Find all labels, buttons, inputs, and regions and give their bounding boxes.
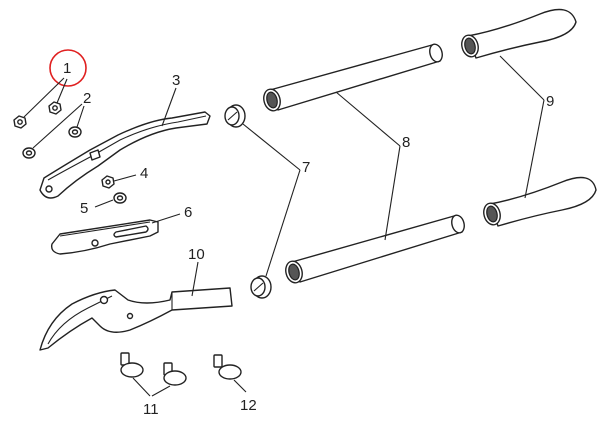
highlight-circle[interactable]	[49, 49, 87, 87]
leader-line-11a	[132, 377, 151, 397]
leader-line-9b	[524, 99, 545, 199]
part-5-washer[interactable]	[113, 192, 127, 204]
label-3: 3	[172, 72, 180, 89]
label-4: 4	[140, 165, 148, 182]
part-7-end-cap-top[interactable]	[224, 104, 246, 128]
part-7-end-cap-bottom[interactable]	[250, 275, 272, 299]
label-7: 7	[302, 159, 310, 176]
leader-line-2a	[32, 103, 83, 149]
label-2: 2	[83, 90, 91, 107]
part-11-bolt-a[interactable]	[120, 352, 144, 378]
part-11-bolt-b[interactable]	[163, 362, 187, 386]
part-1-nut-b[interactable]	[48, 101, 62, 115]
leader-line-9a	[499, 55, 545, 101]
part-4-nut[interactable]	[101, 175, 115, 189]
leader-line-8a	[335, 91, 401, 147]
part-9-grip-top[interactable]	[459, 8, 577, 59]
part-1-nut-a[interactable]	[13, 115, 27, 129]
label-9: 9	[546, 93, 554, 110]
label-10: 10	[188, 246, 205, 263]
leader-line-1a	[23, 77, 65, 118]
leader-line-1b	[56, 78, 68, 104]
leader-line-6	[151, 213, 181, 224]
part-8-tube-bottom[interactable]	[283, 214, 466, 285]
leader-line-7a	[242, 123, 301, 171]
label-12: 12	[240, 397, 257, 414]
leader-line-3	[161, 87, 177, 127]
label-6: 6	[184, 204, 192, 221]
part-12-bolt[interactable]	[213, 354, 242, 380]
leader-line-12	[233, 379, 247, 393]
part-3-handle-bracket[interactable]	[39, 111, 211, 199]
label-8: 8	[402, 134, 410, 151]
part-9-grip-bottom[interactable]	[481, 176, 597, 227]
leader-line-8b	[384, 145, 401, 241]
label-5: 5	[80, 200, 88, 217]
part-10-upper-blade[interactable]	[39, 287, 233, 351]
part-6-lower-blade[interactable]	[50, 219, 159, 255]
leader-line-10	[191, 261, 199, 297]
leader-line-5	[94, 199, 114, 208]
leader-line-2b	[76, 105, 85, 128]
leader-line-4	[113, 174, 137, 182]
part-8-tube-top[interactable]	[261, 43, 444, 113]
label-11: 11	[143, 401, 159, 418]
part-2-washer-b[interactable]	[68, 126, 82, 138]
part-2-washer-a[interactable]	[22, 147, 36, 159]
leader-line-11b	[151, 385, 171, 397]
leader-line-7b	[265, 169, 301, 277]
label-1: 1	[63, 60, 71, 77]
